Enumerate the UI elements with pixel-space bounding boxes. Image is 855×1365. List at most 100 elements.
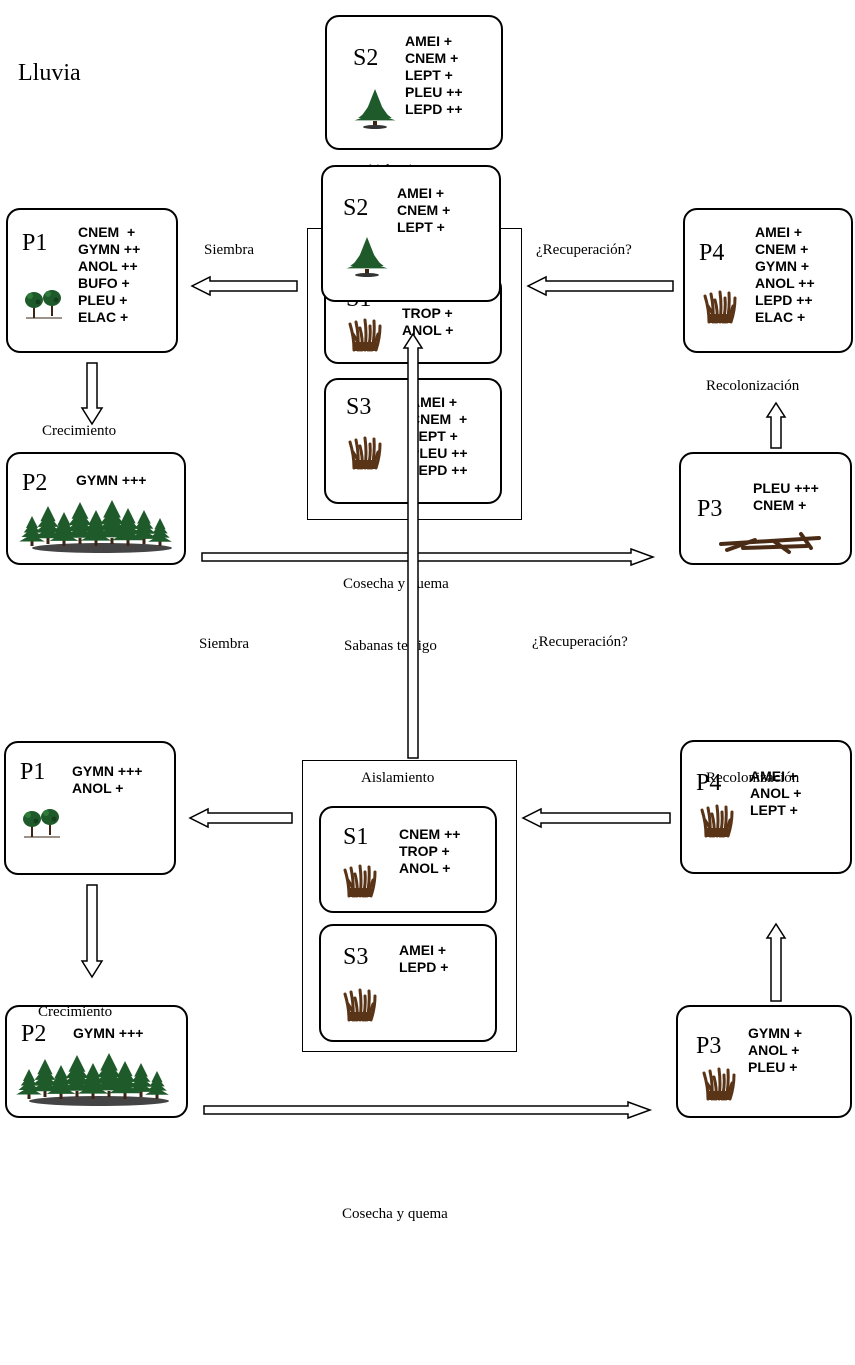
- species-list: GYMN +ANOL +PLEU +: [748, 1025, 802, 1076]
- species-entry: GYMN +++: [73, 1025, 144, 1041]
- species-entry: AMEI +: [755, 224, 803, 240]
- species-entry: ANOL +: [748, 1042, 800, 1058]
- species-list: CNEM ++TROP +ANOL +: [399, 826, 460, 877]
- site-id: P3: [697, 496, 723, 522]
- species-entry: AMEI +: [399, 942, 447, 958]
- arrow-recolonizacion: [765, 922, 787, 1002]
- grass-tuft-icon: [700, 804, 734, 838]
- species-entry: ANOL ++: [78, 258, 138, 274]
- site-P4-box: P4 AMEI +ANOL +LEPT +: [680, 740, 852, 874]
- grass-tuft-icon: [703, 290, 737, 324]
- label-recuperacion: ¿Recuperación?: [536, 242, 632, 258]
- site-id: S2: [353, 45, 379, 71]
- species-entry: LEPT +: [410, 428, 458, 444]
- pine-tree-icon: [354, 89, 396, 129]
- grass-tuft-icon: [343, 864, 377, 898]
- small-trees-icon: [25, 290, 62, 319]
- species-entry: PLEU +++: [753, 480, 819, 496]
- pine-forest-icon: [19, 500, 172, 553]
- site-P2-box: P2 GYMN +++: [6, 452, 186, 565]
- label-recolonizacion: Recolonización: [706, 770, 800, 786]
- site-id: P4: [696, 770, 722, 796]
- species-list: PLEU +++CNEM +: [753, 480, 819, 514]
- site-id: S3: [343, 944, 369, 970]
- site-P3-box: P3 PLEU +++CNEM +: [679, 452, 852, 565]
- site-id: P1: [20, 759, 46, 785]
- species-list: GYMN +++: [73, 1025, 143, 1042]
- site-P4-box: P4 AMEI +CNEM +GYMN +ANOL ++LEPD ++ELAC +: [683, 208, 853, 353]
- arrow-recuperacion: [521, 807, 671, 829]
- label-siembra: Siembra: [204, 242, 254, 258]
- arrow-crecimiento: [80, 884, 104, 979]
- species-list: GYMN +++ANOL +: [72, 763, 142, 797]
- species-list: CNEM +GYMN ++ANOL ++BUFO +PLEU +ELAC +: [78, 224, 140, 326]
- species-entry: CNEM +: [405, 50, 459, 66]
- arrow-recolonizacion: [765, 401, 787, 449]
- species-entry: ANOL +: [399, 860, 451, 876]
- species-entry: PLEU ++: [410, 445, 468, 461]
- species-entry: LEPD ++: [410, 462, 468, 478]
- species-entry: TROP +: [402, 305, 453, 321]
- species-entry: AMEI +: [405, 33, 453, 49]
- arrow-cosecha: [203, 1100, 653, 1120]
- species-entry: GYMN +: [755, 258, 810, 274]
- label-aislamiento: Aislamiento: [361, 770, 435, 786]
- species-list: AMEI +ANOL +LEPT +: [750, 768, 801, 819]
- label-recuperacion: ¿Recuperación?: [532, 634, 628, 650]
- species-entry: AMEI +: [397, 185, 445, 201]
- arrow-crecimiento: [80, 362, 104, 426]
- species-entry: LEPD +: [399, 959, 449, 975]
- species-entry: ELAC +: [755, 309, 806, 325]
- species-list: AMEI +LEPD +: [399, 942, 448, 976]
- site-S3-box: S3 AMEI +LEPD +: [319, 924, 497, 1042]
- species-entry: AMEI +: [750, 768, 798, 784]
- species-list: AMEI +CNEM +LEPT +PLEU ++LEPD ++: [410, 394, 468, 479]
- grass-tuft-icon: [348, 436, 382, 470]
- species-entry: GYMN +++: [72, 763, 143, 779]
- label-recolonizacion: Recolonización: [706, 378, 800, 394]
- site-id: P3: [696, 1033, 722, 1059]
- pine-tree-icon: [346, 237, 388, 277]
- grass-tuft-icon: [702, 1067, 736, 1101]
- site-id: S1: [343, 824, 369, 850]
- grass-tuft-icon: [343, 988, 377, 1022]
- cut-logs-icon: [719, 532, 821, 554]
- label-crecimiento: Crecimiento: [38, 1004, 113, 1020]
- site-id: P4: [699, 240, 725, 266]
- species-entry: GYMN +++: [76, 472, 147, 488]
- species-entry: CNEM ++: [399, 826, 461, 842]
- species-entry: CNEM +: [753, 497, 807, 513]
- arrow-cosecha: [201, 547, 656, 567]
- species-entry: ANOL +: [72, 780, 124, 796]
- species-entry: PLEU +: [78, 292, 128, 308]
- species-entry: PLEU ++: [405, 84, 463, 100]
- species-entry: ANOL +: [402, 322, 454, 338]
- species-entry: CNEM +: [397, 202, 451, 218]
- species-entry: LEPD ++: [755, 292, 813, 308]
- species-list: AMEI +CNEM +GYMN +ANOL ++LEPD ++ELAC +: [755, 224, 815, 326]
- grass-tuft-icon: [348, 318, 382, 352]
- site-id: S2: [343, 195, 369, 221]
- site-id: P1: [22, 230, 48, 256]
- species-entry: GYMN ++: [78, 241, 141, 257]
- species-entry: CNEM +: [755, 241, 809, 257]
- species-list: AMEI +CNEM +LEPT +: [397, 185, 450, 236]
- species-entry: ANOL +: [750, 785, 802, 801]
- arrow-aislamiento: [402, 332, 424, 759]
- scenario-title: Lluvia: [18, 60, 81, 86]
- site-P1-box: P1 CNEM +GYMN ++ANOL ++BUFO +PLEU +ELAC +: [6, 208, 178, 353]
- site-id: P2: [22, 470, 48, 496]
- species-entry: ANOL ++: [755, 275, 815, 291]
- species-entry: PLEU +: [748, 1059, 798, 1075]
- site-P3-box: P3 GYMN +ANOL +PLEU +: [676, 1005, 852, 1118]
- species-entry: CNEM +: [78, 224, 136, 240]
- species-entry: TROP +: [399, 843, 450, 859]
- label-siembra: Siembra: [199, 636, 249, 652]
- arrow-siembra: [190, 275, 298, 297]
- species-entry: GYMN +: [748, 1025, 803, 1041]
- species-list: GYMN +++: [76, 472, 146, 489]
- site-S1-box: S1 CNEM ++TROP +ANOL +: [319, 806, 497, 913]
- species-entry: LEPD ++: [405, 101, 463, 117]
